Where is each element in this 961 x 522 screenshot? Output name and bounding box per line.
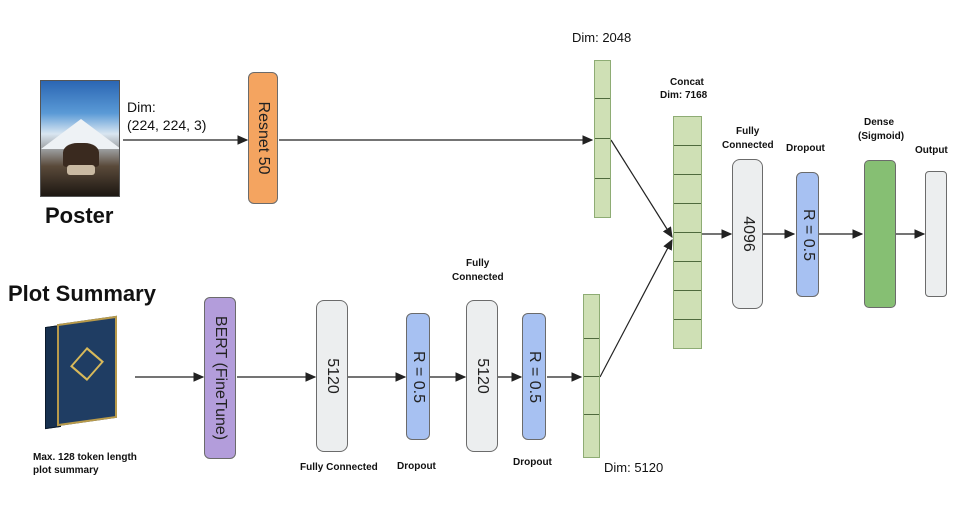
- bert-block: BERT (FineTune): [204, 297, 236, 459]
- book-image: [45, 315, 123, 430]
- poster-title: Poster: [45, 203, 114, 228]
- vector-cell: [674, 175, 701, 204]
- vector-cell: [584, 295, 599, 339]
- output-block: [925, 171, 947, 297]
- dropout-main-label: R = 0.5: [799, 208, 817, 261]
- fc2-label: 5120: [474, 358, 491, 394]
- fc-main-caption-line1: Fully: [736, 126, 760, 137]
- plot-caption-line2: plot summary: [33, 465, 99, 476]
- text-vector-dim-label: Dim: 5120: [604, 460, 664, 475]
- plot-title: Plot Summary: [8, 281, 156, 306]
- dense-caption-line1: Dense: [864, 117, 895, 128]
- vector-cell: [584, 339, 599, 377]
- vector-cell: [674, 146, 701, 175]
- book-cover: [57, 315, 117, 427]
- arrow-text-vector-to-concat: [599, 238, 673, 378]
- concat-label-line2: Dim: 7168: [660, 90, 708, 101]
- vector-cell: [584, 377, 599, 415]
- poster-dim-label: Dim:: [127, 99, 156, 115]
- image-feature-vector: [594, 60, 611, 218]
- fc2-caption-line1: Fully: [466, 258, 490, 269]
- dropout2-caption: Dropout: [513, 457, 552, 468]
- resnet-block: Resnet 50: [248, 72, 278, 204]
- dropout2-label: R = 0.5: [526, 350, 543, 403]
- vector-cell: [595, 61, 610, 99]
- vector-cell: [595, 179, 610, 217]
- vector-cell: [584, 415, 599, 457]
- poster-title-emblem: [67, 165, 95, 175]
- dropout2-block: R = 0.5: [522, 313, 546, 440]
- dense-caption-line2: (Sigmoid): [858, 131, 905, 142]
- fc-main-caption-line2: Connected: [722, 140, 774, 151]
- poster-image: [40, 80, 120, 197]
- dropout-main-block: R = 0.5: [796, 172, 819, 297]
- image-vector-dim-label: Dim: 2048: [572, 30, 632, 45]
- vector-cell: [674, 204, 701, 233]
- dropout1-label: R = 0.5: [410, 350, 427, 403]
- dense-block: [864, 160, 896, 308]
- fc-main-label: 4096: [739, 216, 757, 252]
- vector-cell: [674, 117, 701, 146]
- fc-main-block: 4096: [732, 159, 763, 309]
- vector-cell: [674, 320, 701, 348]
- bert-label: BERT (FineTune): [212, 315, 229, 441]
- plot-caption-line1: Max. 128 token length: [33, 452, 137, 463]
- fc1-block: 5120: [316, 300, 348, 452]
- text-feature-vector: [583, 294, 600, 458]
- dropout1-block: R = 0.5: [406, 313, 430, 440]
- fc2-block: 5120: [466, 300, 498, 452]
- concat-vector: [673, 116, 702, 349]
- vector-cell: [674, 262, 701, 291]
- fc1-label: 5120: [324, 358, 341, 394]
- output-caption: Output: [915, 145, 948, 156]
- poster-figures: [63, 143, 99, 167]
- poster-dim-value: (224, 224, 3): [127, 117, 207, 133]
- vector-cell: [674, 233, 701, 262]
- vector-cell: [674, 291, 701, 320]
- resnet-label: Resnet 50: [255, 101, 272, 175]
- dropout-main-caption: Dropout: [786, 143, 825, 154]
- vector-cell: [595, 99, 610, 139]
- arrow-image-vector-to-concat: [610, 139, 673, 239]
- book-emblem: [70, 347, 104, 381]
- concat-label-line1: Concat: [670, 77, 704, 88]
- fc1-caption: Fully Connected: [300, 462, 378, 473]
- fc2-caption-line2: Connected: [452, 272, 504, 283]
- vector-cell: [595, 139, 610, 179]
- dropout1-caption: Dropout: [397, 461, 436, 472]
